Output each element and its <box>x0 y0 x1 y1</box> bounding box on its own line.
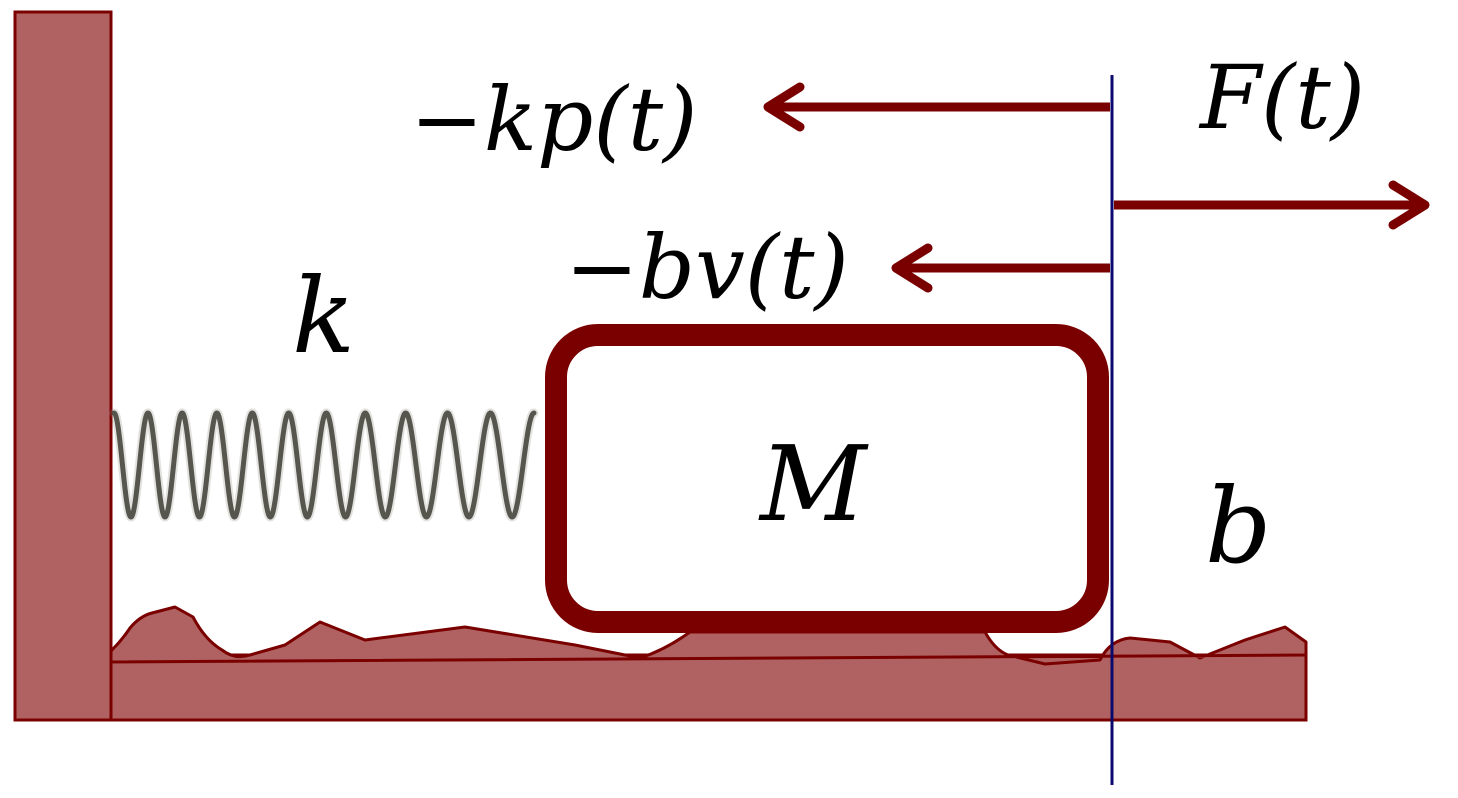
applied-force-label: F(t) <box>1198 46 1365 149</box>
damping-force-arrow <box>891 243 1110 293</box>
spring-force-label: −kp(t) <box>410 68 697 171</box>
spring-constant-label: k <box>292 255 355 377</box>
floor-base <box>106 653 1308 722</box>
applied-force-arrow <box>1114 180 1430 230</box>
damping-force-label: −bv(t) <box>565 216 849 319</box>
wall <box>13 10 113 722</box>
mass-label: M <box>758 423 869 545</box>
damping-label: b <box>1205 465 1272 587</box>
spring-force-arrow <box>763 82 1110 132</box>
mass-block <box>545 324 1109 633</box>
friction-surface <box>101 605 1308 666</box>
spring-shadow <box>109 408 539 522</box>
spring <box>111 410 537 520</box>
